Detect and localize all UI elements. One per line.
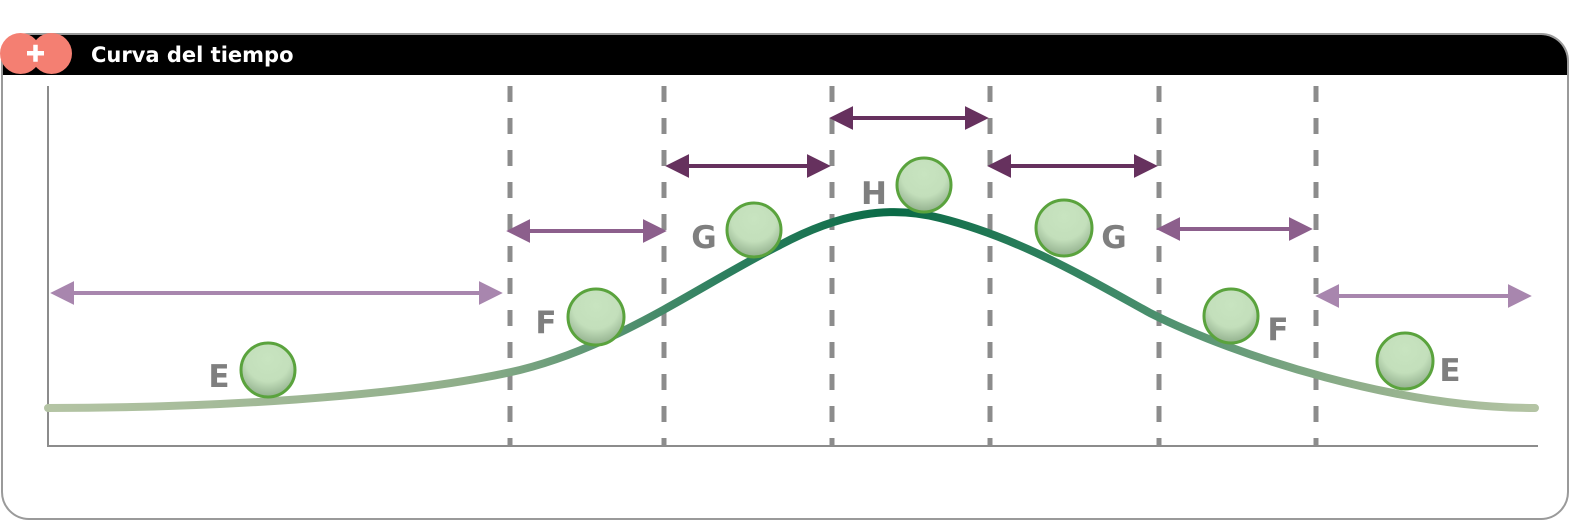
segment-label: G: [691, 220, 716, 256]
plus-icon: [0, 33, 72, 74]
curve-marker-ball: [1202, 287, 1260, 345]
segment-label: H: [861, 176, 887, 212]
segment-label: F: [1267, 312, 1288, 348]
curve-marker-ball: [725, 201, 783, 259]
curve-markers: [239, 156, 1435, 399]
curve-marker-ball: [239, 341, 297, 399]
header-bar: Curva del tiempo: [3, 35, 1567, 75]
segment-labels: E F G H G F E: [208, 176, 1460, 395]
segment-label: G: [1101, 220, 1126, 256]
time-curve-card: Curva del tiempo: [1, 33, 1569, 520]
segment-label: E: [1439, 353, 1460, 389]
segment-label: E: [208, 359, 229, 395]
curve-marker-ball: [895, 156, 953, 214]
add-button[interactable]: [0, 33, 72, 74]
curve-marker-ball: [1034, 198, 1094, 258]
curve-marker-ball: [566, 287, 626, 347]
time-curve: [44, 208, 1539, 412]
duration-arrows: [50, 106, 1532, 308]
curve-marker-ball: [1375, 331, 1435, 391]
phase-dividers: [507, 86, 1319, 446]
segment-label: F: [535, 305, 556, 341]
header-title: Curva del tiempo: [91, 43, 294, 67]
